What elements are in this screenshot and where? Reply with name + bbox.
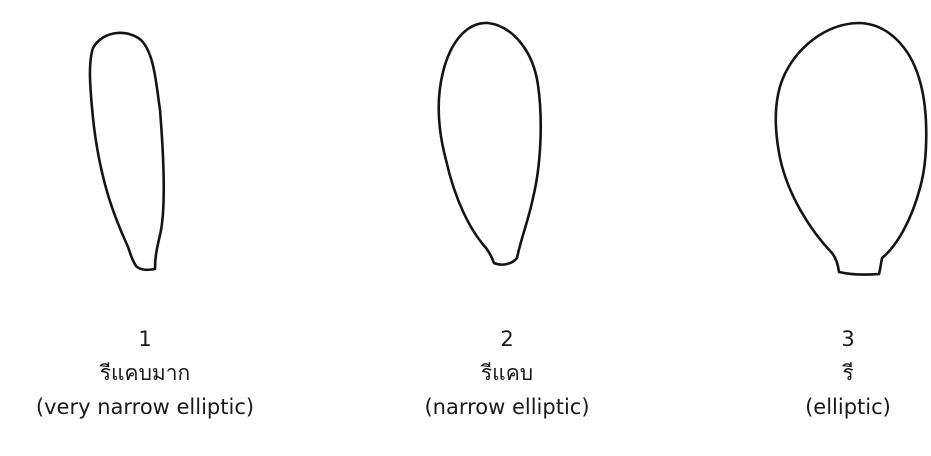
shape-english-label: (narrow elliptic): [367, 390, 647, 424]
shape-thai-label: รีแคบมาก: [5, 356, 285, 390]
shape-number: 1: [5, 322, 285, 356]
elliptic-outline: [776, 23, 926, 275]
caption-shape-1: 1 รีแคบมาก (very narrow elliptic): [5, 322, 285, 424]
shape-number: 3: [708, 322, 931, 356]
caption-shape-3: 3 รี (elliptic): [708, 322, 931, 424]
shape-number: 2: [367, 322, 647, 356]
narrow-elliptic-outline: [439, 23, 541, 265]
shape-thai-label: รี: [708, 356, 931, 390]
very-narrow-elliptic-outline: [90, 33, 164, 270]
shape-thai-label: รีแคบ: [367, 356, 647, 390]
shape-english-label: (elliptic): [708, 390, 931, 424]
shape-english-label: (very narrow elliptic): [5, 390, 285, 424]
caption-shape-2: 2 รีแคบ (narrow elliptic): [367, 322, 647, 424]
